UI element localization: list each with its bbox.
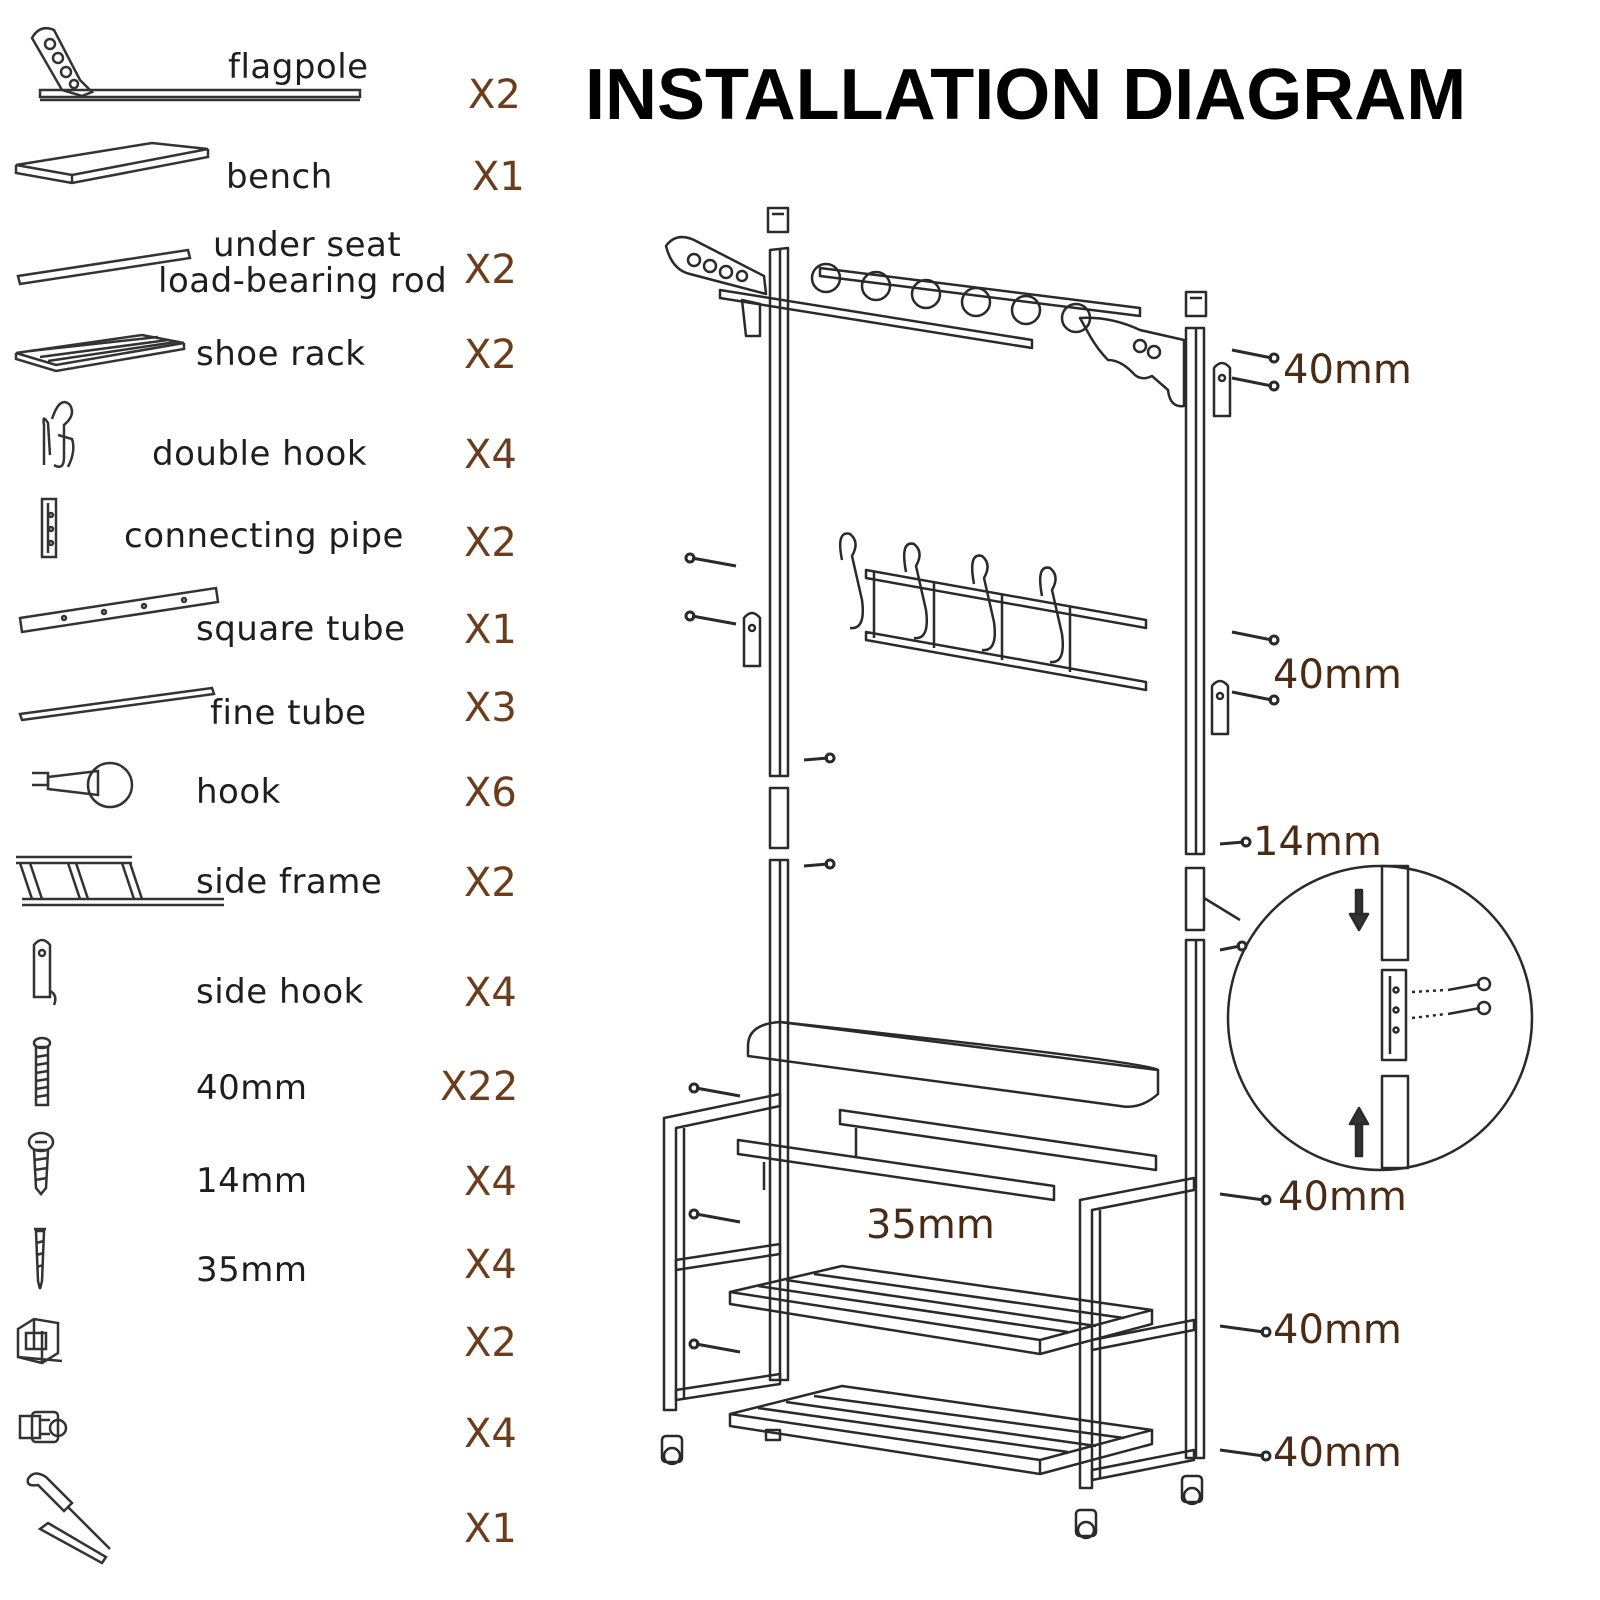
side-frame-icon: [16, 855, 224, 907]
diagram-title: INSTALLATION DIAGRAM: [585, 55, 1467, 135]
flagpole-icon: [30, 27, 362, 102]
dimension-label-35mm: 35mm: [866, 1202, 995, 1248]
part-row-square-tube: square tube X1: [0, 578, 560, 653]
bench-icon: [14, 141, 210, 185]
part-qty: X2: [464, 332, 517, 378]
middle-hook-rack: [839, 532, 1148, 692]
dimension-label-40mm: 40mm: [1273, 1430, 1402, 1476]
side-hook-left: [742, 611, 762, 668]
part-row-screw-40mm: 40mm X22: [0, 1035, 560, 1115]
part-qty: X4: [464, 1411, 517, 1457]
dimension-label-40mm: 40mm: [1273, 1307, 1402, 1353]
caster-wheels: [660, 1428, 1204, 1540]
part-qty: X2: [464, 1320, 517, 1366]
part-row-fine-tube: fine tube X3: [0, 670, 560, 730]
assembly-illustration: [660, 206, 1534, 1540]
part-row-bench: bench X1: [0, 135, 560, 205]
part-qty: X4: [464, 1159, 517, 1205]
part-row-side-frame: side frame X2: [0, 845, 560, 915]
part-qty: X6: [464, 770, 517, 816]
flagpole-right: [1078, 316, 1186, 408]
part-label: 40mm: [196, 1068, 308, 1108]
side-hook-right-mid: [1210, 679, 1230, 736]
part-qty: X4: [464, 1242, 517, 1288]
connecting-pipe-icon: [40, 497, 58, 559]
part-qty: X22: [440, 1064, 519, 1110]
part-row-caster-wheel: X4: [0, 1400, 560, 1460]
under-seat-rods: [736, 1108, 1158, 1202]
part-row-double-hook: double hook X4: [0, 395, 560, 485]
down-arrow-icon: [1348, 888, 1370, 932]
part-row-screw-14mm: 14mm X4: [0, 1130, 560, 1205]
dimension-label-14mm: 14mm: [1253, 819, 1382, 865]
part-qty: X3: [464, 685, 517, 731]
part-qty: X1: [464, 1506, 517, 1552]
parts-list: flagpole X2 bench X1 under seat load-bea…: [0, 0, 560, 1600]
left-upright: [768, 246, 790, 1382]
side-hook-icon: [32, 938, 57, 1006]
shoe-rack-lower: [728, 1384, 1154, 1476]
right-upright: [1184, 326, 1206, 1460]
side-frame-right: [1078, 1176, 1196, 1490]
side-hook-right-top: [1212, 361, 1232, 418]
side-frame-left: [662, 1092, 782, 1412]
dimension-label-40mm: 40mm: [1278, 1174, 1407, 1220]
top-cap-icon: [16, 1317, 63, 1365]
part-label: flagpole: [228, 47, 369, 87]
screw-14mm-icon: [27, 1131, 55, 1196]
bench: [746, 1020, 1160, 1108]
part-qty: X2: [468, 72, 521, 118]
part-row-tools: X1: [0, 1465, 560, 1565]
part-label: shoe rack: [196, 334, 366, 374]
screw-35mm-icon: [34, 1227, 46, 1290]
part-label: 35mm: [196, 1250, 308, 1290]
joint-detail-callout: [1203, 864, 1534, 1172]
part-row-connecting-pipe: connecting pipe X2: [0, 495, 560, 565]
square-tube-icon: [18, 586, 220, 634]
part-label: 14mm: [196, 1161, 308, 1201]
part-qty: X2: [464, 860, 517, 906]
hook-icon: [32, 761, 134, 809]
part-label: under seat: [213, 225, 402, 265]
top-cap-left: [766, 206, 790, 234]
part-label: connecting pipe: [124, 516, 404, 556]
part-label: side frame: [196, 862, 383, 902]
part-label: square tube: [196, 609, 406, 649]
part-label: bench: [226, 157, 333, 197]
screw-40mm-icon: [32, 1036, 52, 1107]
top-cap-right: [1184, 290, 1208, 318]
shoe-rack-upper: [728, 1264, 1154, 1356]
part-label: hook: [196, 772, 281, 812]
part-row-flagpole: flagpole X2: [0, 20, 560, 115]
up-arrow-icon: [1348, 1106, 1370, 1158]
part-qty: X4: [464, 432, 517, 478]
part-row-top-cap: X2: [0, 1305, 560, 1375]
dimension-label-40mm: 40mm: [1273, 652, 1402, 698]
part-qty: X1: [464, 607, 517, 653]
part-label: fine tube: [210, 693, 367, 733]
part-qty: X2: [464, 520, 517, 566]
caster-wheel-icon: [18, 1410, 68, 1444]
part-row-shoe-rack: shoe rack X2: [0, 325, 560, 385]
part-row-screw-35mm: 35mm X4: [0, 1225, 560, 1295]
shoe-rack-icon: [14, 333, 186, 373]
dimension-label-40mm: 40mm: [1283, 347, 1412, 393]
part-row-side-hook: side hook X4: [0, 935, 560, 1015]
part-qty: X2: [464, 247, 517, 293]
part-qty: X4: [464, 970, 517, 1016]
part-row-load-bearing-rod: under seat load-bearing rod X2: [0, 228, 560, 308]
double-hook-icon: [42, 400, 75, 468]
part-label: double hook: [152, 434, 368, 474]
screws: [684, 348, 1280, 1462]
fine-tube-icon: [18, 686, 216, 722]
part-label-line2: load-bearing rod: [158, 261, 448, 301]
flagpole-left: [664, 235, 1034, 350]
rod-icon: [16, 248, 192, 286]
part-label: side hook: [196, 972, 364, 1012]
tools-icon: [26, 1472, 111, 1565]
part-qty: X1: [472, 154, 525, 200]
part-row-hook: hook X6: [0, 755, 560, 825]
